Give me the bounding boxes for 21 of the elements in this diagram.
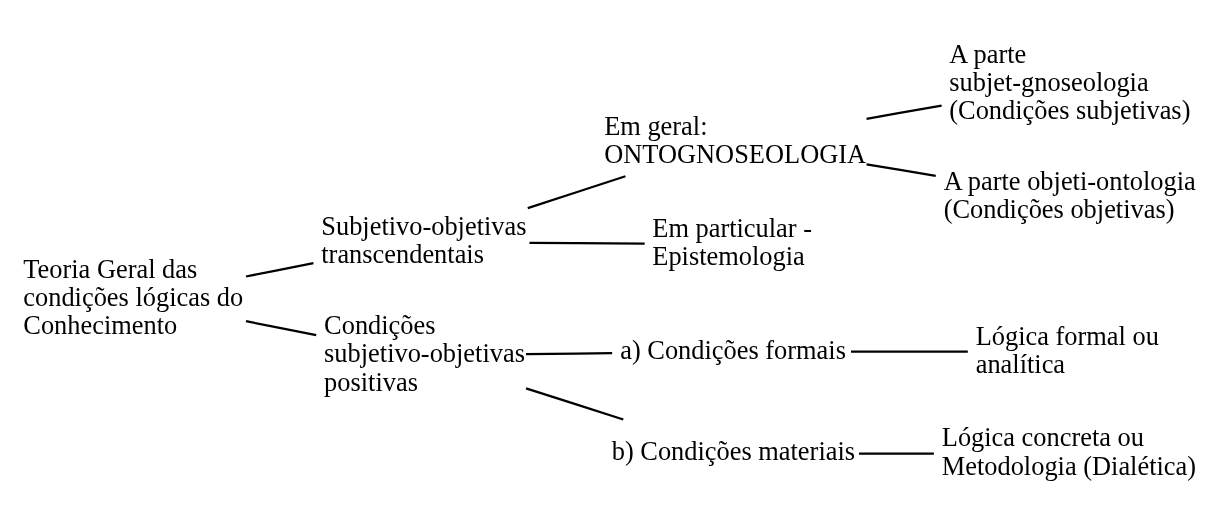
connector (525, 387, 624, 421)
node-text: Teoria Geral das condições lógicas do Conhecimento (23, 253, 244, 341)
node-text: b) Condições materiais (611, 436, 856, 467)
connector (529, 241, 645, 245)
node-text: Lógica concreta ou Metodologia (Dialética) (941, 422, 1197, 481)
node-text: a) Condições formais (620, 334, 846, 365)
node-text: Condições subjetivo-objetivas positivas (324, 310, 525, 397)
node-text: A parte subjet-gnoseologia (Condições subjetivas) (949, 38, 1191, 126)
connector (851, 350, 968, 353)
connector (866, 104, 942, 120)
connector (866, 163, 936, 177)
connector (245, 320, 317, 337)
connector (858, 452, 934, 455)
connector (527, 175, 626, 210)
connector (526, 352, 613, 356)
connector (245, 262, 314, 278)
node-text: A parte objeti-ontologia (Condições objetivas) (943, 165, 1196, 225)
node-text: Em geral: ONTOGNOSEOLOGIA (604, 111, 867, 170)
node-text: Subjetivo-objetivas transcendentais (321, 211, 527, 270)
node-text: Lógica formal ou analítica (975, 320, 1159, 379)
node-text: Em particular - Epistemologia (652, 213, 813, 272)
